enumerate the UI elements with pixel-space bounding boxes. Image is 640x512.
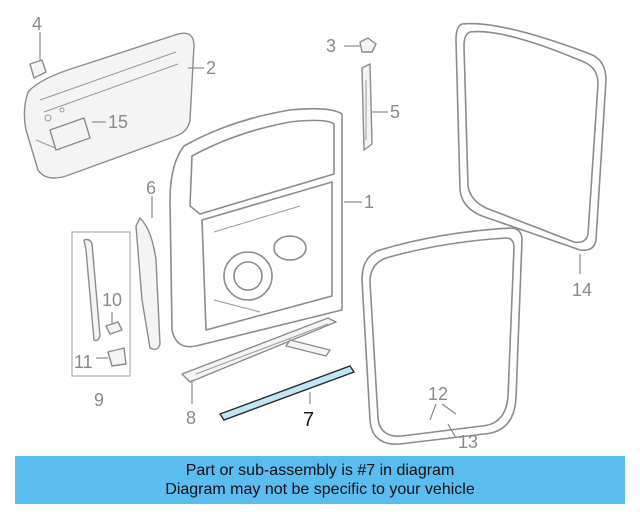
callout-1: 1 bbox=[364, 192, 374, 212]
callout-8: 8 bbox=[186, 408, 196, 428]
leader-lines bbox=[39, 32, 581, 439]
callout-5: 5 bbox=[390, 102, 400, 122]
group-box-9 bbox=[71, 231, 131, 377]
callout-14: 14 bbox=[572, 280, 592, 300]
callout-15: 15 bbox=[108, 112, 128, 132]
callout-4: 4 bbox=[32, 14, 42, 34]
bolt-3 bbox=[359, 37, 377, 53]
callout-7: 7 bbox=[303, 409, 314, 431]
hinge-strip-5 bbox=[361, 63, 373, 151]
weatherstrip-14 bbox=[455, 22, 607, 252]
trim-strip-6 bbox=[135, 217, 161, 351]
callout-3: 3 bbox=[326, 36, 336, 56]
door-outer-panel bbox=[23, 32, 195, 179]
callout-10: 10 bbox=[102, 290, 122, 310]
callout-2: 2 bbox=[206, 58, 216, 78]
callout-12: 12 bbox=[428, 384, 448, 404]
callout-9: 9 bbox=[94, 390, 104, 410]
banner-line-2: Diagram may not be specific to your vehi… bbox=[165, 481, 475, 498]
clip-4 bbox=[29, 59, 47, 79]
door-frame bbox=[169, 107, 343, 348]
sill-trim-8 bbox=[181, 317, 337, 383]
parts-diagram: 1 2 3 4 5 6 7 8 9 10 11 12 13 14 15 bbox=[23, 14, 607, 452]
sill-strip-7 bbox=[218, 365, 356, 421]
info-banner: Part or sub-assembly is #7 in diagram Di… bbox=[15, 456, 625, 504]
callout-13: 13 bbox=[458, 432, 478, 452]
callout-6: 6 bbox=[146, 178, 156, 198]
banner-line-1: Part or sub-assembly is #7 in diagram bbox=[185, 462, 455, 479]
callout-labels: 1 2 3 4 5 6 7 8 9 10 11 12 13 14 15 bbox=[32, 14, 592, 452]
panel-pad bbox=[49, 117, 91, 151]
callout-11: 11 bbox=[74, 352, 93, 372]
weatherstrip-body bbox=[361, 227, 523, 445]
